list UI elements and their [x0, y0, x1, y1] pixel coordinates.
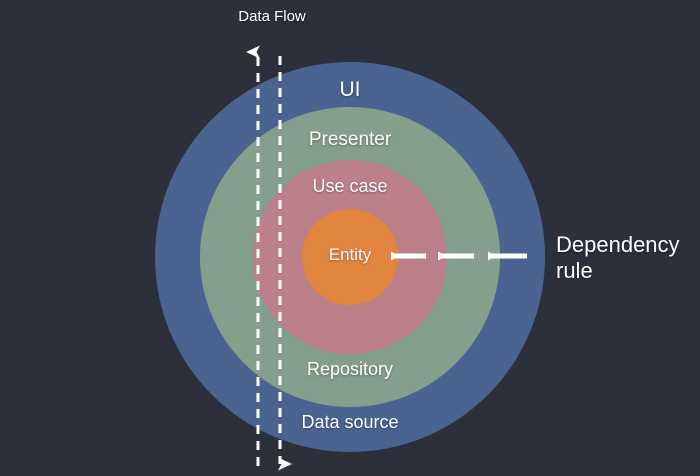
ring-entity — [302, 209, 398, 305]
data-flow-group — [246, 45, 292, 471]
